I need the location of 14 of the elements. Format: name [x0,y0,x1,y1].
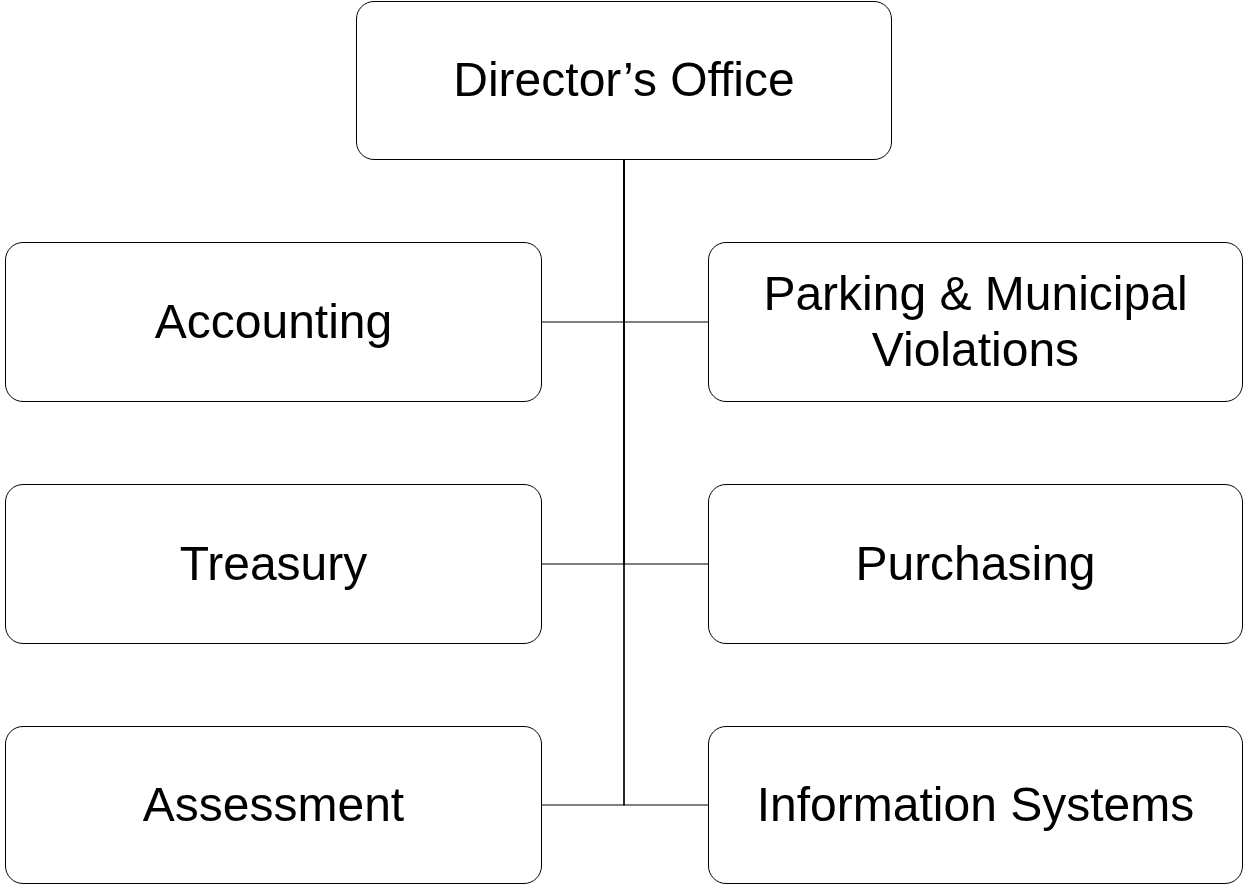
unit-name: Director’s Office [452,52,796,109]
org-unit-box [5,726,542,884]
org-unit-box [356,1,892,160]
unit-name: Treasury [178,535,369,592]
unit-name: Parking & Municipal Violations [762,265,1189,378]
org-unit-box [708,484,1243,644]
org-unit-box [708,242,1243,402]
org-unit-box [708,726,1243,884]
org-unit-box [5,242,542,402]
unit-name: Assessment [141,776,406,833]
unit-name: Purchasing [854,535,1097,592]
org-unit-box [5,484,542,644]
unit-name: Accounting [153,293,394,350]
unit-name: Information Systems [755,776,1196,833]
